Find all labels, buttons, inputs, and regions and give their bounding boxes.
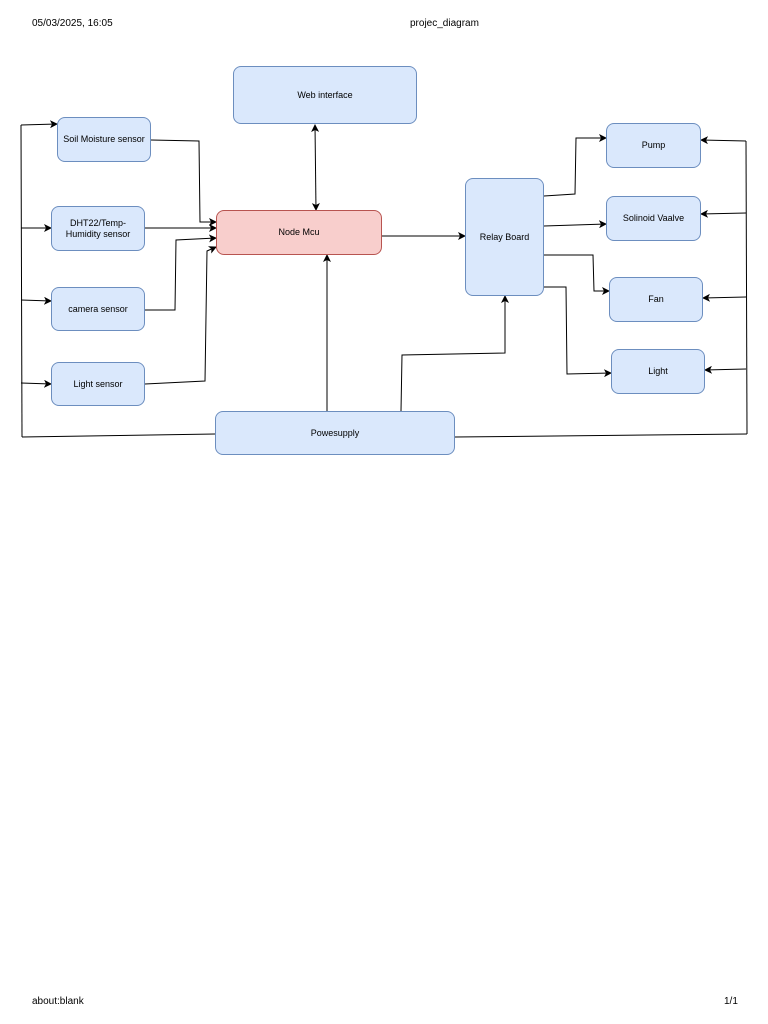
relay-board-node: Relay Board <box>465 178 544 296</box>
bus-to-soil <box>20 120 58 129</box>
print-datetime: 05/03/2025, 16:05 <box>32 18 113 29</box>
dht22-sensor-node: DHT22/Temp- Humidity sensor <box>51 206 145 251</box>
left-power-bus <box>20 124 23 438</box>
relay-to-light <box>544 286 612 378</box>
relay-to-solenoid <box>543 220 607 229</box>
power-to-right-bus <box>454 433 748 438</box>
print-title: projec_diagram <box>410 18 479 29</box>
pump-node: Pump <box>606 123 701 168</box>
node-mcu-node: Node Mcu <box>216 210 382 255</box>
fan-node: Fan <box>609 277 703 322</box>
bus-to-camera <box>20 296 52 305</box>
relay-to-fan <box>544 254 610 295</box>
power-to-relay <box>400 295 509 412</box>
bus-to-light <box>704 365 747 374</box>
light-sensor-node: Light sensor <box>51 362 145 406</box>
soil-to-mcu <box>150 139 217 226</box>
light-sensor-to-mcu <box>144 246 217 385</box>
power-to-left-bus <box>21 433 216 438</box>
light-output-node: Light <box>611 349 705 394</box>
right-power-bus <box>745 140 748 435</box>
solenoid-valve-node: Solinoid Vaalve <box>606 196 701 241</box>
soil-moisture-sensor-node: Soil Moisture sensor <box>57 117 151 162</box>
bus-to-pump <box>700 136 747 145</box>
print-url: about:blank <box>32 996 84 1007</box>
power-supply-node: Powesupply <box>215 411 455 455</box>
print-page-number: 1/1 <box>724 996 738 1007</box>
bus-to-light-sensor <box>20 379 52 388</box>
web-mcu-link <box>311 124 320 211</box>
bus-to-fan <box>702 293 747 302</box>
camera-sensor-node: camera sensor <box>51 287 145 331</box>
camera-to-mcu <box>145 234 217 311</box>
relay-to-pump <box>543 134 607 197</box>
bus-to-solenoid <box>700 209 747 218</box>
web-interface-node: Web interface <box>233 66 417 124</box>
